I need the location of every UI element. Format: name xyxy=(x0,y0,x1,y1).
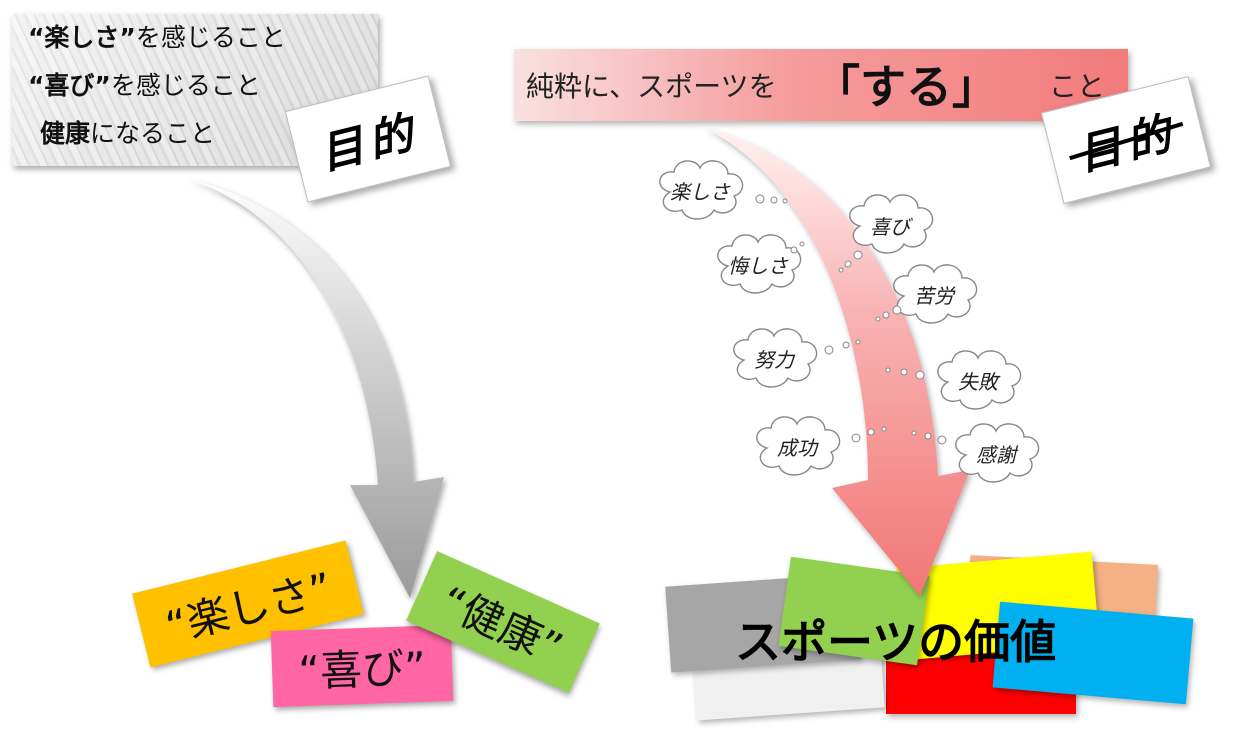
bubble-failure: 失敗 xyxy=(885,350,1022,410)
play-sports-banner: 純粋に、スポーツを 「する」 こと xyxy=(514,49,1128,121)
svg-text:悔しさ: 悔しさ xyxy=(728,254,789,278)
banner-prefix: 純粋に、スポーツを xyxy=(526,70,777,103)
svg-text:努力: 努力 xyxy=(754,348,796,372)
svg-text:感謝: 感謝 xyxy=(976,443,1019,467)
sports-value-label: スポーツの価値 xyxy=(735,615,1057,669)
svg-text:喜び: 喜び xyxy=(870,215,913,239)
bubble-fun: 楽しさ xyxy=(659,160,788,220)
goal-line-1: “楽しさ”を感じること xyxy=(28,23,286,52)
goal-line-3: 健康になること xyxy=(40,119,216,148)
banner-emphasis: 「する」 xyxy=(814,60,998,114)
bubble-success: 成功 xyxy=(756,416,887,476)
svg-text:楽しさ: 楽しさ xyxy=(670,180,731,204)
goals-box: “楽しさ”を感じること “喜び”を感じること 健康になること xyxy=(12,14,378,166)
svg-text:苦労: 苦労 xyxy=(914,284,956,308)
bubble-effort: 努力 xyxy=(733,328,861,388)
bubble-gratitude: 感謝 xyxy=(911,423,1040,483)
svg-text:成功: 成功 xyxy=(777,436,819,460)
purpose-card-right: 目的 xyxy=(1040,76,1212,204)
strike-line xyxy=(1069,121,1184,161)
bubble-hardship: 苦労 xyxy=(875,264,978,324)
svg-text:失敗: 失敗 xyxy=(958,370,1001,394)
goal-line-2: “喜び”を感じること xyxy=(28,71,261,100)
bubble-frustration: 悔しさ xyxy=(717,234,805,294)
bubble-joy: 喜び xyxy=(838,194,934,273)
banner-suffix: こと xyxy=(1049,70,1106,103)
